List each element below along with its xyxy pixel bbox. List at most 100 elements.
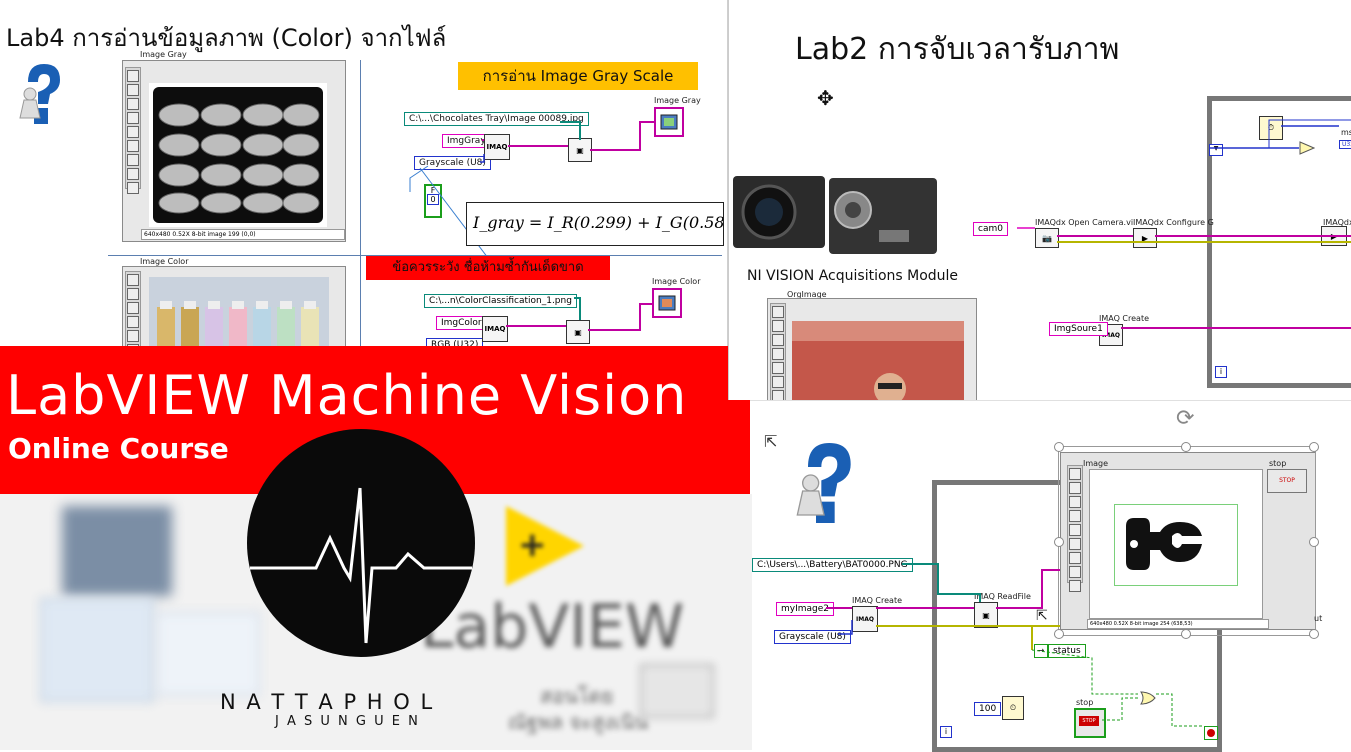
logo-surname: J A S U N G U E N (275, 714, 420, 729)
pointer-cursor-icon: ⇱ (1036, 608, 1048, 624)
blurred-window-2 (156, 612, 260, 696)
module-label: NI VISION Acquisitions Module (747, 268, 959, 284)
status-bundle-node: → (1034, 644, 1048, 658)
wires-gray (409, 121, 654, 259)
orgimage-panel (767, 298, 977, 404)
zero-const-label: 0 (427, 194, 439, 205)
selection-handles[interactable] (1054, 442, 1319, 639)
gray-status-bar: 640x480 0.52X 8-bit image 199 (0,0) (141, 229, 345, 240)
imaqdx-label: IMAQdx (1323, 218, 1351, 227)
blurred-thai-1: สอนโดย (540, 684, 614, 708)
slide-divider (727, 0, 728, 346)
ut-label: ut (1314, 614, 1323, 623)
stop-terminal[interactable]: STOP (1074, 708, 1106, 738)
image-color-indicator (652, 288, 682, 318)
imaq-label-color: IMAQ (484, 325, 506, 333)
fp-image-display (1089, 469, 1263, 619)
fp-stop-label: stop (1269, 459, 1287, 468)
warning-label: ข้อควรระวัง ชื่อห้ามซ้ำกันเด็ดขาด (366, 256, 610, 280)
path-gray-constant[interactable]: C:\...\Chocolates Tray\Image 00089.jpg (404, 112, 589, 126)
left-slide: Lab4 การอ่านข้อมูลภาพ (Color) จากไฟล์ Im… (0, 0, 724, 356)
imaq-create-node-b: IMAQ (852, 606, 878, 632)
right-top-slide: Lab2 การจับเวลารับภาพ ✥ NI VISION Acquis… (728, 0, 1351, 404)
open-camera-node: 📷 (1035, 228, 1059, 248)
or-node (1140, 690, 1156, 705)
loop-index-top: i (1215, 366, 1227, 378)
image-gray-label: Image Gray (140, 50, 187, 59)
blurred-window-1 (40, 598, 154, 702)
arrow-cursor-icon: ⇱ (764, 432, 778, 451)
imaq-readfile-node: ▣ (974, 602, 998, 628)
image-color-label: Image Color (140, 257, 189, 266)
imaq-readfile-node-color: ▣ (566, 320, 590, 344)
rotate-handle-icon[interactable]: ⟳ (1176, 406, 1195, 431)
configure-label: IMAQdx Configure G (1133, 218, 1214, 227)
blurred-hardware (62, 506, 172, 596)
f-const-label: F (430, 186, 436, 195)
image-gray-indicator (654, 107, 684, 137)
ms-label: ms (1341, 128, 1351, 137)
banner-title: LabVIEW Machine Vision (6, 364, 688, 427)
loop-condition-terminal (1204, 726, 1218, 740)
imaq-create-label-b: IMAQ Create (852, 596, 903, 605)
wait-constant[interactable]: 100 (974, 702, 1002, 716)
svg-text:+: + (518, 525, 547, 565)
camera-feed-image (792, 321, 964, 403)
grayscale-enum-b[interactable]: Grayscale (U8) (774, 630, 851, 644)
nattaphol-logo (246, 428, 476, 658)
camera-image (729, 168, 943, 260)
fp-image-label: Image (1083, 459, 1109, 468)
blurred-thai-2: ณัฐพล จะสูงเนิน (508, 710, 648, 734)
separator-line-h (108, 255, 722, 256)
separator-line (360, 60, 361, 350)
open-camera-label: IMAQdx Open Camera.vi (1035, 218, 1134, 227)
image-gray-indicator-label: Image Gray (654, 96, 701, 105)
imaq-label: IMAQ (486, 143, 508, 151)
roi-rectangle (1114, 504, 1238, 586)
battery-path-constant[interactable]: C:\Users\...\Battery\BAT0000.PNG (752, 558, 913, 572)
imggray-constant[interactable]: ImgGray (442, 134, 491, 148)
image-toolbar-color (125, 271, 141, 356)
color-bottles-image (149, 277, 329, 351)
image-gray-panel: 640x480 0.52X 8-bit image 199 (0,0) (122, 60, 346, 242)
stop-terminal-label: stop (1076, 698, 1094, 707)
formula-text: I_gray = I_R(0.299) + I_G(0.587) + I_B( (473, 213, 724, 232)
path-color-constant[interactable]: C:\...n\ColorClassification_1.png (424, 294, 577, 308)
myimage2-constant[interactable]: myImage2 (776, 602, 835, 616)
wait-node: ⏲ (1002, 696, 1024, 720)
formula-box: I_gray = I_R(0.299) + I_G(0.587) + I_B( (466, 202, 724, 246)
slide-divider-h (750, 400, 1351, 401)
imaq-create-label: IMAQ Create (1099, 314, 1150, 323)
fp-status-bar: 640x480 0.52X 8-bit image 254 (638,53) (1087, 619, 1269, 629)
right-bottom-slide: ⇱ ⟳ Image stop STOP 640x480 0.52X 8- (752, 400, 1351, 752)
front-panel-window: Image stop STOP 640x480 0.52X 8-bit imag… (1060, 452, 1316, 630)
status-indicator: status (1048, 644, 1086, 658)
cam-control[interactable]: cam0 (973, 222, 1008, 236)
stop-terminal-btn: STOP (1079, 716, 1099, 726)
image-color-panel (122, 266, 346, 356)
blurred-labview-text: LabVIEW (420, 592, 685, 662)
move-cursor-icon: ✥ (817, 86, 834, 110)
grayscale-enum[interactable]: Grayscale (U8) (414, 156, 491, 170)
fp-stop-button[interactable]: STOP (1267, 469, 1307, 493)
banner-subtitle: Online Course (8, 432, 229, 465)
lab2-title: Lab2 การจับเวลารับภาพ (795, 32, 1120, 67)
question-man-icon (10, 60, 70, 128)
callout-gray-scale: การอ่าน Image Gray Scale (458, 62, 698, 90)
subtract-node (1299, 140, 1316, 155)
imaq-create-node-color: IMAQ (482, 316, 508, 342)
battery-part-image (1120, 514, 1220, 574)
orgimage-toolbar (770, 303, 786, 402)
img-source-control[interactable]: ImgSoure1 (1049, 322, 1108, 336)
blurred-labview-logo: + (500, 502, 586, 588)
wires-bottom (826, 563, 1204, 727)
slide-title: Lab4 การอ่านข้อมูลภาพ (Color) จากไฟล์ (6, 24, 447, 52)
question-man-icon-2 (784, 436, 864, 530)
orgimage-label: OrgImage (787, 290, 827, 299)
wires-color (506, 297, 652, 331)
fp-toolbar (1067, 465, 1083, 592)
blurred-monitor (640, 664, 714, 718)
imaq-readfile-label: IMAQ ReadFile (974, 592, 1031, 601)
image-color-indicator-label: Image Color (652, 277, 701, 286)
loop-index-bottom: i (940, 726, 952, 738)
